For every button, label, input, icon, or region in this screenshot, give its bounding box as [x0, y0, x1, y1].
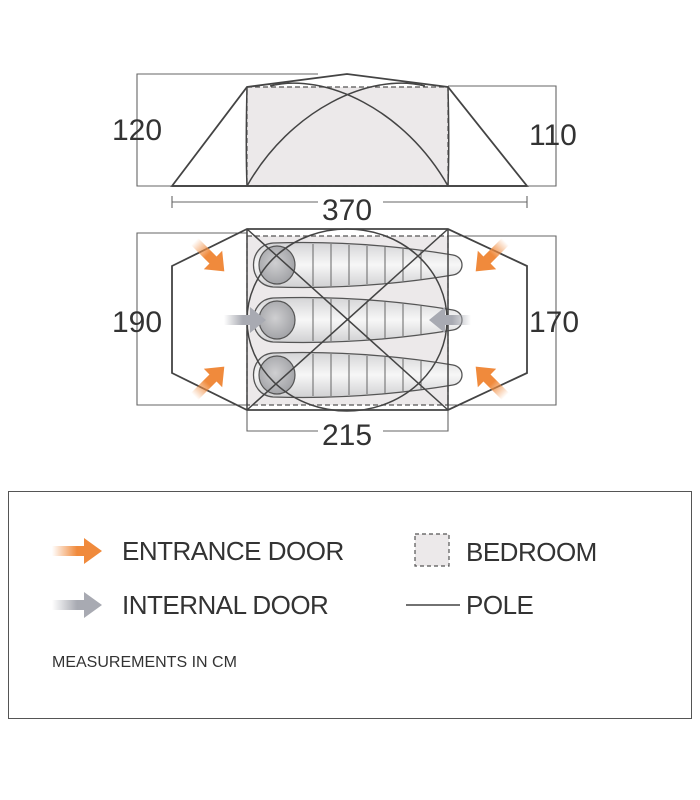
entrance-door-arrow-icon: [52, 538, 102, 564]
floor-width-right-label: 170: [529, 306, 579, 339]
bedroom-label: BEDROOM: [466, 537, 597, 567]
internal-door-arrow-icon: [52, 592, 102, 618]
pole-label: POLE: [466, 590, 534, 620]
tent-diagram: 120 110 370: [112, 73, 579, 452]
side-poles: [245, 82, 450, 187]
floor-plan: 190 170 215: [112, 228, 579, 452]
entrance-arrow-bottom-left: [185, 357, 234, 406]
bedroom-length-label: 215: [322, 419, 372, 452]
total-length-label: 370: [322, 194, 372, 227]
side-height-right-label: 110: [529, 119, 577, 152]
side-dimension-lines: [136, 73, 557, 187]
floor-width-left-label: 190: [112, 306, 162, 339]
length-dimension: [171, 196, 528, 208]
entrance-door-label: ENTRANCE DOOR: [122, 536, 344, 566]
legend-box: [8, 491, 692, 719]
pole-line-icon: [406, 604, 460, 606]
floor-dimension-lines: [136, 232, 557, 432]
internal-door-label: INTERNAL DOOR: [122, 590, 329, 620]
side-height-left-label: 120: [112, 114, 162, 147]
measurements-note: MEASUREMENTS IN CM: [52, 654, 237, 671]
side-bedroom-area: [246, 86, 449, 187]
side-elevation: 120 110: [112, 73, 577, 187]
bedroom-swatch-icon: [414, 533, 450, 567]
